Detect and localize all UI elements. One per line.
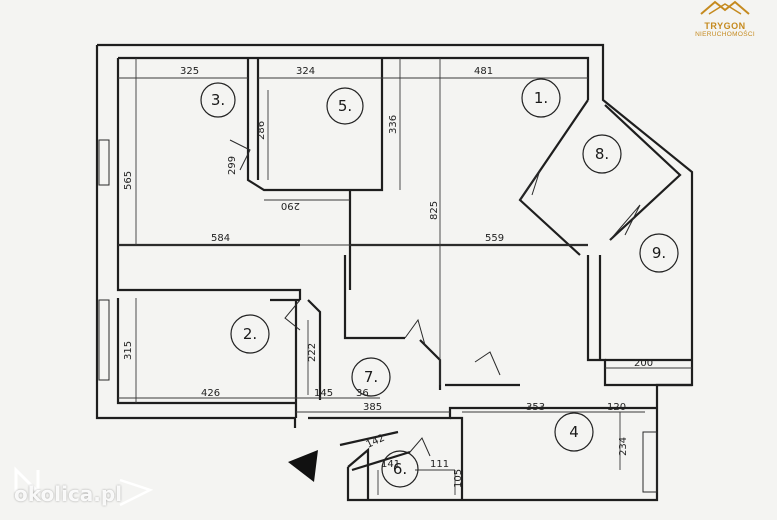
- room-1-label: 1.: [534, 89, 548, 107]
- dim-385: 385: [363, 402, 382, 413]
- dim-290: 290: [281, 200, 300, 211]
- room-3-label: 3.: [211, 91, 225, 109]
- dim-324: 324: [296, 66, 315, 77]
- dimension-lines: [118, 58, 692, 495]
- room-9-circle: [639, 233, 679, 273]
- room-5-circle: [326, 87, 364, 125]
- dim-141: 141: [381, 459, 400, 470]
- doors: [229, 139, 641, 457]
- dim-315: 315: [123, 341, 134, 360]
- room-7-circle: [351, 357, 391, 397]
- dim-105: 105: [453, 469, 464, 488]
- dim-120: 120: [607, 402, 626, 413]
- dim-336: 336: [388, 115, 399, 134]
- dim-825: 825: [429, 201, 440, 220]
- dim-145: 145: [314, 388, 333, 399]
- dim-584: 584: [211, 233, 230, 244]
- watermark: okolica.pl: [4, 460, 154, 516]
- brand-logo: TRYGON NIERUCHOMOŚCI: [679, 0, 771, 38]
- room-5-label: 5.: [338, 97, 352, 115]
- dim-111: 111: [430, 459, 449, 470]
- compass-n: [14, 466, 154, 507]
- dimension-labels: 325 324 481 565 286 299 336 290 825 584 …: [123, 66, 653, 488]
- room-9-label: 9.: [652, 244, 666, 262]
- watermark-text: okolica.pl: [14, 482, 123, 506]
- room-7-label: 7.: [364, 368, 378, 386]
- north-arrow: [288, 450, 318, 482]
- dim-481: 481: [474, 66, 493, 77]
- room-4-circle: [554, 412, 594, 452]
- dim-200: 200: [634, 358, 653, 369]
- dim-559: 559: [485, 233, 504, 244]
- room-2-label: 2.: [243, 325, 257, 343]
- room-1-circle: [521, 78, 561, 118]
- exterior-walls: [95, 43, 694, 502]
- dim-36: 36: [356, 388, 369, 399]
- brand-name: TRYGON: [704, 21, 746, 31]
- dim-353: 353: [526, 402, 545, 413]
- trygon-logo-icon: [700, 0, 750, 15]
- room-6-label: 6.: [393, 460, 407, 478]
- dim-222: 222: [307, 343, 318, 362]
- dim-565: 565: [123, 171, 134, 190]
- room-markers: 3. 5. 1. 8. 9. 2. 7. 4 6.: [200, 78, 679, 488]
- room-8-label: 8.: [595, 145, 609, 163]
- room-3-circle: [200, 82, 236, 118]
- dim-426: 426: [201, 388, 220, 399]
- brand-subtitle: NIERUCHOMOŚCI: [695, 31, 755, 38]
- room-6-circle: [381, 450, 419, 488]
- room-8-circle: [582, 134, 622, 174]
- dim-286: 286: [256, 121, 267, 140]
- room-2-circle: [230, 314, 270, 354]
- dim-299: 299: [227, 156, 238, 175]
- room-4-label: 4: [569, 423, 579, 441]
- dim-234: 234: [618, 437, 629, 456]
- windows-left: [98, 139, 658, 493]
- dim-325: 325: [180, 66, 199, 77]
